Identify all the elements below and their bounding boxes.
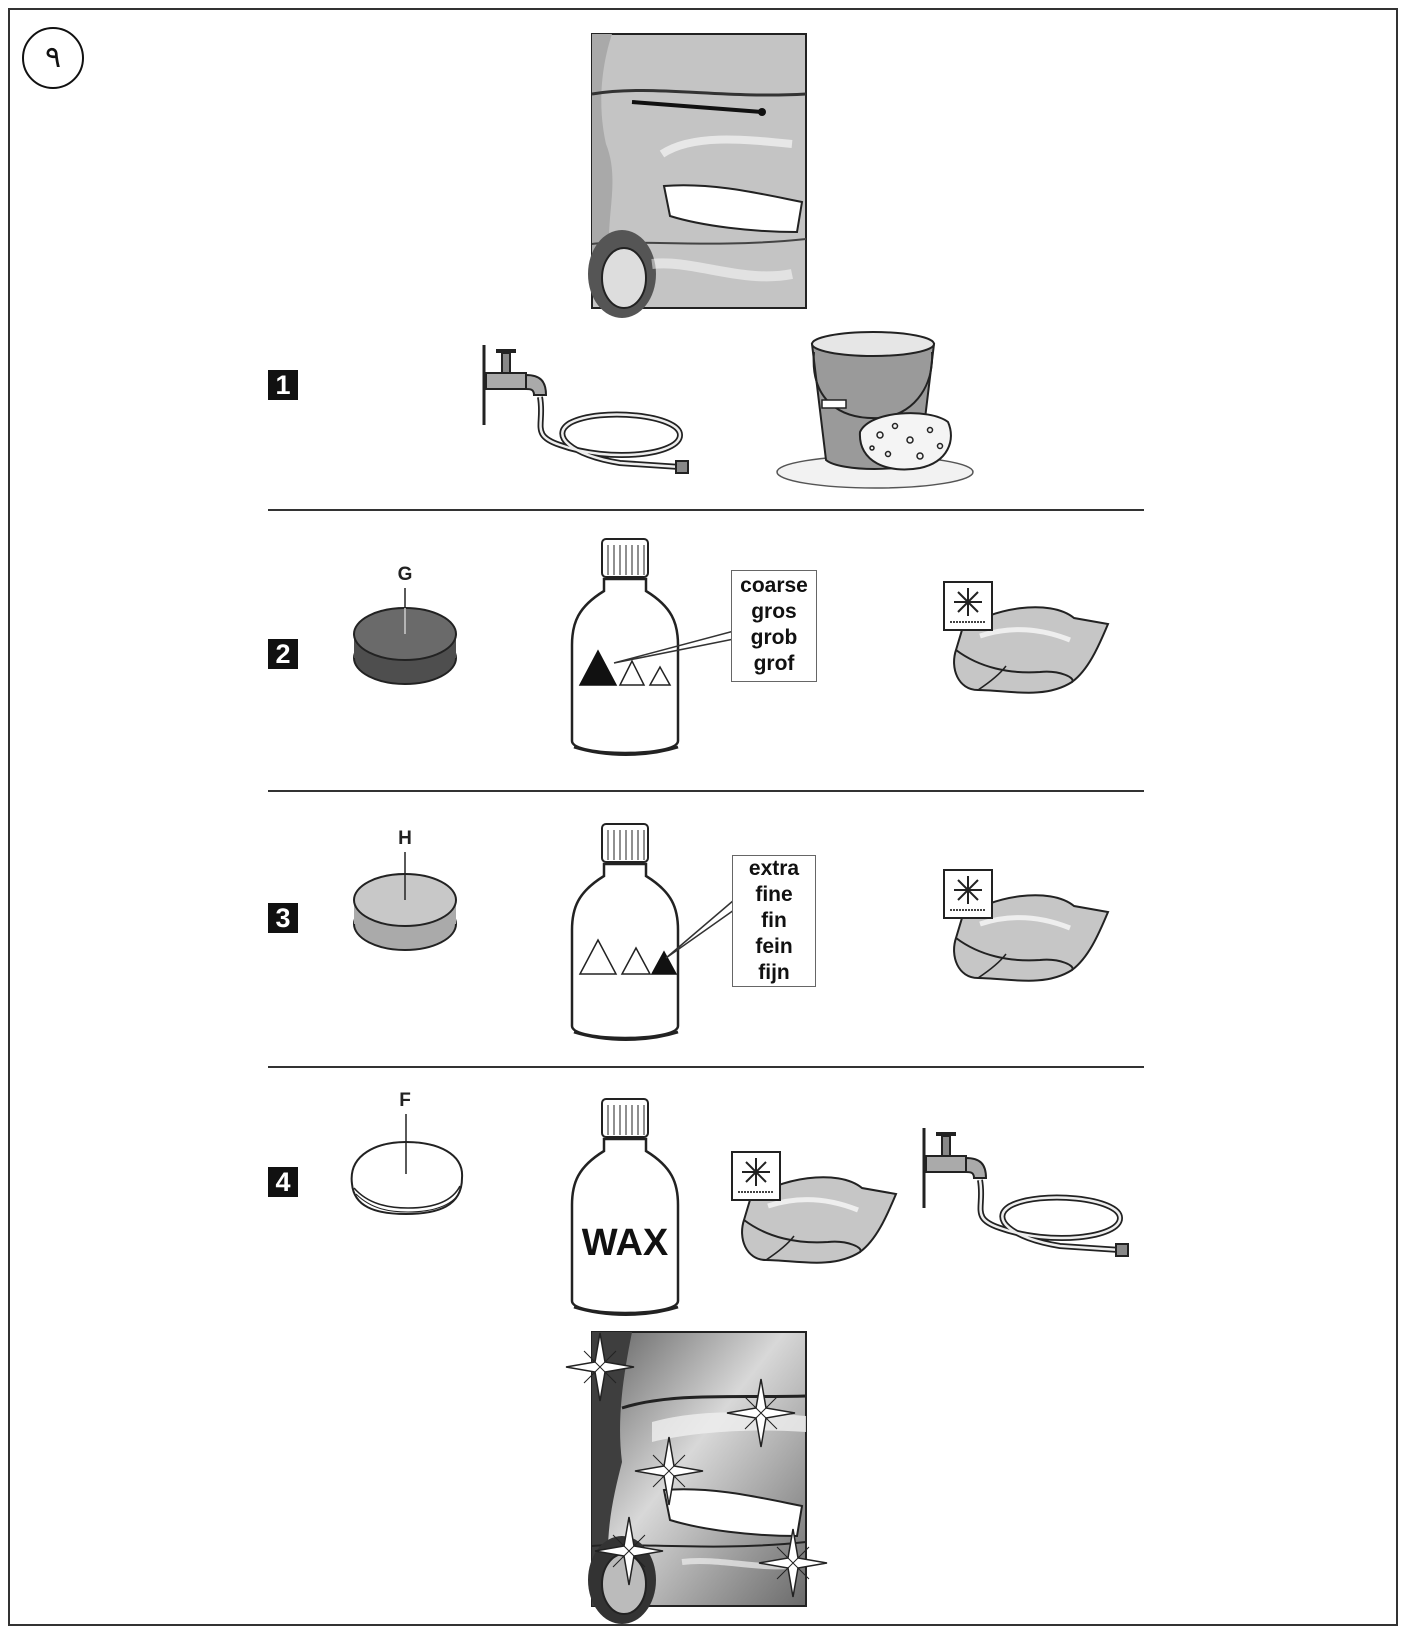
sparkle-icon xyxy=(726,1378,796,1448)
sparkle-icon xyxy=(634,1436,704,1506)
polishing-pad-icon xyxy=(353,588,457,685)
sparkle-icon xyxy=(565,1332,635,1402)
label-line: fine xyxy=(755,883,793,906)
polishing-pad-icon xyxy=(350,1114,464,1216)
water-tap-icon xyxy=(482,345,689,474)
step-divider-2 xyxy=(268,790,1144,792)
pad-letter-h: H xyxy=(398,828,412,849)
step-2-number: 2 xyxy=(268,639,298,669)
sponge-icon xyxy=(858,412,952,471)
step-divider-3 xyxy=(268,1066,1144,1068)
label-line: grof xyxy=(753,652,795,675)
polishing-pad-icon xyxy=(353,852,457,951)
microfiber-cloth-icon xyxy=(943,581,1110,694)
hose-icon xyxy=(537,396,689,474)
dirty-car-icon xyxy=(588,33,807,318)
hose-icon xyxy=(977,1179,1129,1257)
coarse-grit-label: coarse gros grob grof xyxy=(731,570,817,682)
step-1-number: 1 xyxy=(268,370,298,400)
bucket-icon xyxy=(776,331,974,489)
pad-letter-g: G xyxy=(397,564,413,585)
label-line: fijn xyxy=(758,961,790,984)
step-4-number: 4 xyxy=(268,1167,298,1197)
polish-bottle-icon xyxy=(570,823,735,1041)
pad-letter-f: F xyxy=(399,1090,411,1111)
page-frame xyxy=(8,8,1398,1626)
label-line: fin xyxy=(761,909,787,932)
wax-bottle-label: WAX xyxy=(581,1222,669,1264)
page-number: ٩ xyxy=(22,27,84,89)
label-line: coarse xyxy=(740,574,808,597)
step-divider-1 xyxy=(268,509,1144,511)
polish-bottle-icon xyxy=(570,538,735,756)
microfiber-cloth-icon xyxy=(731,1151,898,1264)
extra-fine-grit-label: extra fine fin fein fijn xyxy=(732,855,816,987)
microfiber-cloth-icon xyxy=(943,869,1110,982)
label-line: extra xyxy=(748,857,800,880)
step-3-number: 3 xyxy=(268,903,298,933)
water-tap-icon xyxy=(922,1128,1129,1257)
sparkle-icon xyxy=(758,1528,828,1598)
label-line: fein xyxy=(755,935,793,958)
label-line: grob xyxy=(750,626,798,649)
polish-bottle-icon xyxy=(570,1098,680,1316)
sparkle-icon xyxy=(594,1516,664,1586)
label-line: gros xyxy=(751,600,797,623)
